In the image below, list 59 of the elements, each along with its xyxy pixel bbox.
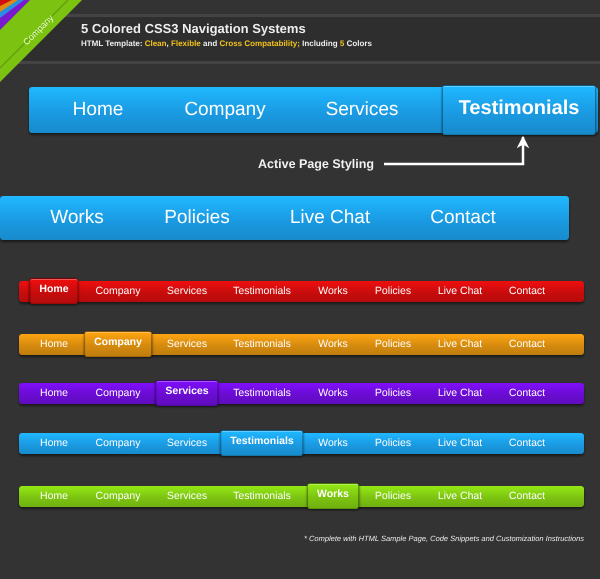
nav-link: Testimonials	[233, 486, 291, 507]
title: 5 Colored CSS3 Navigation Systems	[81, 21, 306, 36]
nav-link: Home	[40, 383, 68, 404]
nav-link: Home	[40, 433, 68, 454]
nav-bar	[0, 196, 569, 240]
nav-bar	[19, 486, 584, 507]
active-nav-tab: Home	[29, 278, 79, 304]
nav-link: Live Chat	[438, 383, 482, 404]
nav-link: Services	[166, 281, 208, 302]
arrow	[384, 136, 530, 166]
nav-link: Testimonials	[233, 383, 291, 404]
nav-bar	[29, 87, 598, 133]
nav-link: Contact	[508, 383, 546, 404]
active-nav-tab: Testimonials	[442, 85, 596, 135]
nav-link: Policies	[374, 433, 412, 454]
nav-link: Policies	[164, 196, 230, 240]
nav-link: Company	[96, 281, 140, 302]
nav-link: Contact	[508, 281, 546, 302]
nav-link: Policies	[374, 334, 412, 355]
nav-bar	[19, 383, 584, 404]
nav-link: Company	[184, 87, 266, 133]
nav-bar	[19, 334, 584, 355]
active-nav-tab: Works	[307, 483, 359, 509]
nav-link: Contact	[508, 486, 546, 507]
active-nav-tab: Testimonials	[220, 430, 304, 456]
nav-link: Company	[96, 486, 140, 507]
nav-link: Home	[40, 486, 68, 507]
nav-bar	[19, 281, 584, 302]
nav-link: Policies	[374, 486, 412, 507]
nav-link: Live Chat	[438, 486, 482, 507]
active-nav-tab: Company	[84, 331, 152, 357]
nav-link: Policies	[374, 383, 412, 404]
nav-link: Works	[50, 196, 104, 240]
nav-link: Contact	[508, 334, 546, 355]
nav-link: Live Chat	[290, 196, 370, 240]
nav-link: Services	[326, 87, 398, 133]
nav-link: Contact	[508, 433, 546, 454]
nav-link: Company	[96, 383, 140, 404]
nav-link: Works	[318, 433, 348, 454]
nav-link: Company	[96, 433, 140, 454]
nav-link: Home	[40, 334, 68, 355]
nav-link: Testimonials	[233, 281, 291, 302]
annotation-text: Active Page Styling	[258, 157, 374, 171]
nav-link: Services	[166, 433, 208, 454]
nav-link: Contact	[430, 196, 496, 240]
nav-link: Policies	[374, 281, 412, 302]
nav-link: Live Chat	[438, 433, 482, 454]
nav-link: Works	[318, 383, 348, 404]
nav-bar	[19, 433, 584, 454]
active-nav-tab: Services	[155, 380, 219, 406]
nav-link: Live Chat	[438, 281, 482, 302]
nav-link: Services	[166, 486, 208, 507]
subtitle: HTML Template: Clean, Flexible and Cross Compatability; Including 5 Colors	[81, 39, 372, 48]
nav-link: Home	[72, 87, 124, 133]
nav-link: Works	[318, 281, 348, 302]
nav-link: Works	[318, 334, 348, 355]
nav-link: Testimonials	[233, 334, 291, 355]
nav-link: Services	[166, 334, 208, 355]
nav-link: Live Chat	[438, 334, 482, 355]
